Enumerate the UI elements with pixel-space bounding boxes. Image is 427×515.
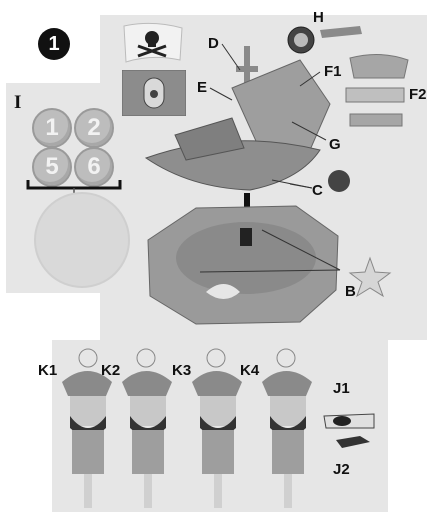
pirate-figure-K4: [262, 348, 312, 508]
coin-6: 6: [74, 147, 114, 187]
label-F1: F1: [324, 63, 342, 80]
label-I: I: [14, 92, 22, 113]
label-D: D: [208, 35, 219, 52]
label-C: C: [312, 182, 323, 199]
label-F2: F2: [409, 86, 427, 103]
skull-crossbones-flag-icon: [123, 22, 183, 63]
label-K2: K2: [101, 362, 121, 379]
label-J2: J2: [333, 461, 350, 478]
label-E: E: [197, 79, 208, 96]
eyepatch-parts-icon: [320, 413, 375, 448]
coin-2: 2: [74, 108, 114, 148]
coin-5: 5: [32, 147, 72, 187]
label-K3: K3: [172, 362, 192, 379]
label-H: H: [313, 9, 324, 26]
label-K1: K1: [38, 362, 58, 379]
coin-holder-disc: [34, 192, 130, 288]
label-K4: K4: [240, 362, 260, 379]
pirate-figure-K3: [192, 348, 242, 508]
label-G: G: [329, 136, 341, 153]
card-E-icon: [122, 70, 186, 116]
pirate-figure-K2: [122, 348, 172, 508]
pirate-figure-K1: [62, 348, 112, 508]
label-B: B: [345, 283, 356, 300]
step-number-badge: 1: [38, 28, 70, 60]
label-J1: J1: [333, 380, 350, 397]
pirate-ship-illustration: [144, 26, 409, 325]
